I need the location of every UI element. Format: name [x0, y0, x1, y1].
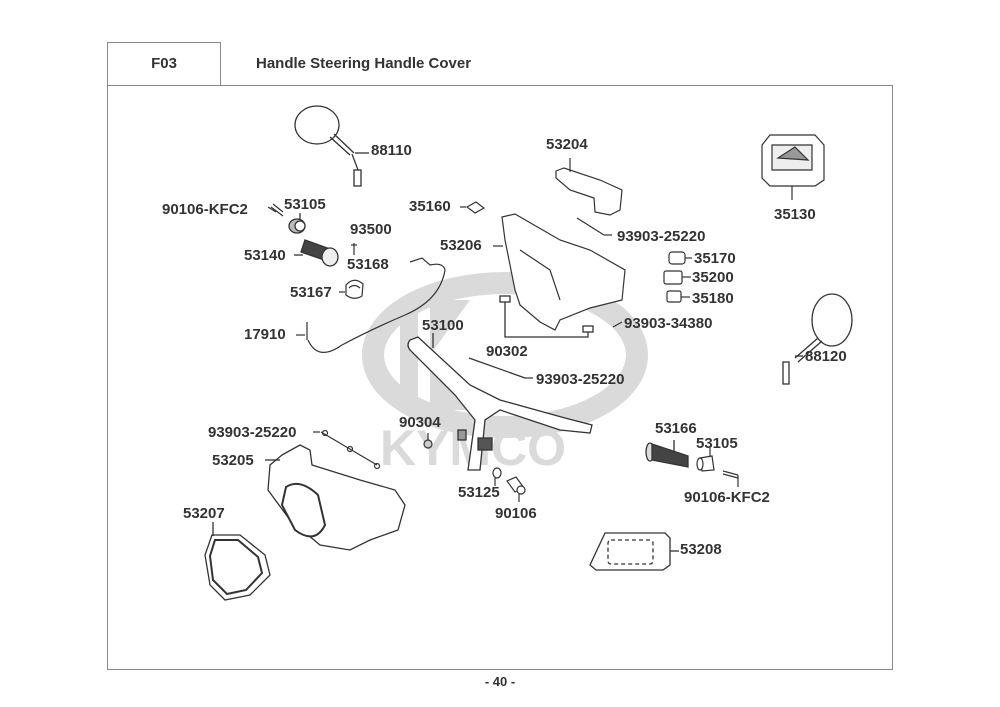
part-label-35180: 35180 — [692, 290, 734, 307]
nut-90304-icon — [423, 433, 433, 449]
grip-end-right-icon — [696, 448, 715, 472]
part-label-53105-left: 53105 — [284, 196, 326, 213]
part-label-35200: 35200 — [692, 269, 734, 286]
part-label-35130: 35130 — [774, 206, 816, 223]
part-label-90304: 90304 — [399, 414, 441, 431]
part-label-53205: 53205 — [212, 452, 254, 469]
part-label-53206: 53206 — [440, 237, 482, 254]
part-label-53167: 53167 — [290, 284, 332, 301]
throttle-cable-icon — [296, 257, 446, 353]
part-label-53140: 53140 — [244, 247, 286, 264]
part-label-90106-kfc2-right: 90106-KFC2 — [684, 489, 770, 506]
bolt-90302-icon — [499, 295, 594, 338]
part-label-93903-25220-a: 93903-25220 — [617, 228, 706, 245]
mirror-left-icon — [294, 105, 369, 187]
part-label-93903-34380: 93903-34380 — [624, 315, 713, 332]
handlebar-icon — [407, 333, 593, 471]
left-grip-icon — [645, 440, 689, 468]
part-label-53125: 53125 — [458, 484, 500, 501]
part-label-53168: 53168 — [347, 256, 389, 273]
switch-35170-icon — [668, 251, 692, 265]
rear-handle-cover-icon — [493, 213, 626, 331]
screw-left-icon — [267, 203, 284, 217]
part-label-90302: 90302 — [486, 343, 528, 360]
mirror-right-icon — [782, 293, 853, 385]
part-label-93903-25220-c: 93903-25220 — [208, 424, 297, 441]
headlight-lens-icon — [204, 522, 271, 601]
page-number: - 40 - — [484, 674, 516, 689]
part-label-53208: 53208 — [680, 541, 722, 558]
part-label-88110: 88110 — [371, 142, 412, 159]
hazard-switch-icon — [761, 134, 825, 200]
part-label-17910: 17910 — [244, 326, 286, 343]
emblem-icon — [589, 532, 679, 571]
switch-35160-icon — [460, 201, 486, 214]
screw-d-icon — [313, 429, 381, 470]
part-label-53204: 53204 — [546, 136, 588, 153]
collar-53125-icon — [492, 467, 502, 486]
section-code: F03 — [151, 55, 177, 72]
part-label-90106: 90106 — [495, 505, 537, 522]
part-label-35160: 35160 — [409, 198, 451, 215]
throttle-housing-icon — [339, 279, 364, 299]
meter-visor-icon — [555, 158, 623, 216]
bolt-90106-icon — [506, 476, 526, 502]
diagram-frame — [107, 85, 893, 670]
part-label-93903-25220-b: 93903-25220 — [536, 371, 625, 388]
section-title: Handle Steering Handle Cover — [256, 55, 472, 72]
part-label-88120: 88120 — [805, 348, 847, 365]
section-code-box — [107, 42, 221, 86]
part-label-53105-right: 53105 — [696, 435, 738, 452]
screw-c-icon — [468, 357, 533, 379]
part-label-90106-kfc2-left: 90106-KFC2 — [162, 201, 248, 218]
front-handle-cover-icon — [265, 444, 406, 551]
part-label-53207: 53207 — [183, 505, 225, 522]
screw-b-icon — [612, 321, 623, 328]
switch-35180-icon — [666, 290, 690, 303]
grip-end-left-icon — [288, 213, 306, 234]
screw-right-icon — [722, 470, 739, 487]
screw-93500-icon — [351, 243, 357, 255]
part-label-53166: 53166 — [655, 420, 697, 437]
switch-35200-icon — [663, 270, 691, 285]
throttle-grip-icon — [294, 239, 339, 267]
part-label-93500: 93500 — [350, 221, 392, 238]
screw-a-icon — [576, 217, 612, 236]
part-label-53100: 53100 — [422, 317, 464, 334]
part-label-35170: 35170 — [694, 250, 736, 267]
